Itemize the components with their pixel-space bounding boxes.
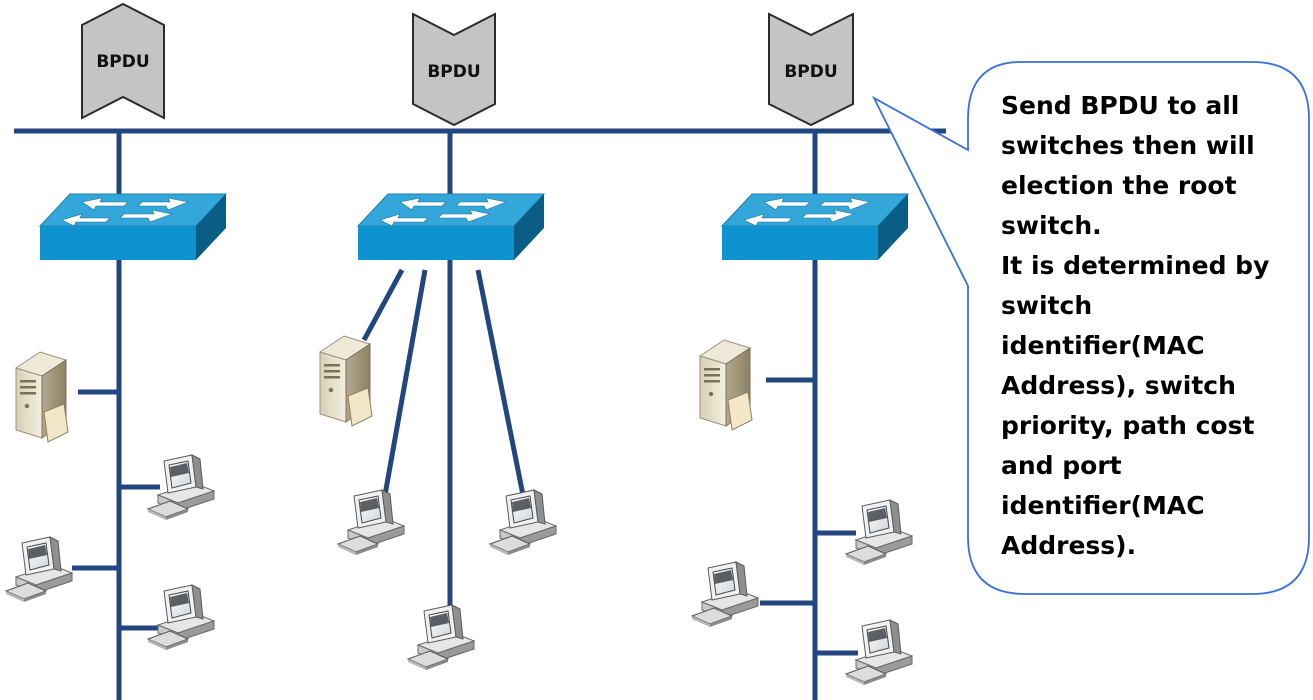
callout-line: election the root <box>1001 171 1237 200</box>
switch-icon <box>721 193 909 261</box>
callout-line: Send BPDU to all <box>1001 91 1240 120</box>
computer-icon <box>5 536 73 603</box>
bpdu-label: BPDU <box>784 62 837 82</box>
bpdu-arrow-icon: BPDU <box>412 12 496 127</box>
callout-line: and port <box>1001 451 1122 480</box>
server-icon <box>319 335 373 427</box>
bpdu-arrow-icon: BPDU <box>768 12 854 127</box>
computer-icon <box>691 561 759 628</box>
callout-line: It is determined by <box>1001 251 1270 280</box>
computer-icon <box>489 489 557 556</box>
server-icon <box>699 339 753 431</box>
callout-text: Send BPDU to all switches then will elec… <box>1001 86 1291 566</box>
callout-bubble <box>871 61 1310 595</box>
switch-icon <box>39 193 227 261</box>
callout-line: identifier(MAC <box>1001 491 1205 520</box>
bpdu-label: BPDU <box>96 52 149 72</box>
callout-line: Address). <box>1001 531 1137 560</box>
server-icon <box>15 351 69 443</box>
bpdu-arrow-icon: BPDU <box>81 2 165 120</box>
callout-line: priority, path cost <box>1001 411 1255 440</box>
callout-line: identifier(MAC <box>1001 331 1205 360</box>
callout-line: switch <box>1001 291 1093 320</box>
callout-line: Address), switch <box>1001 371 1236 400</box>
callout-line: switches then will <box>1001 131 1255 160</box>
bpdu-label: BPDU <box>427 62 480 82</box>
computer-icon <box>147 584 215 651</box>
callout-line: switch. <box>1001 211 1102 240</box>
computer-icon <box>337 489 405 556</box>
switch-icon <box>357 193 545 261</box>
computer-icon <box>407 604 475 671</box>
